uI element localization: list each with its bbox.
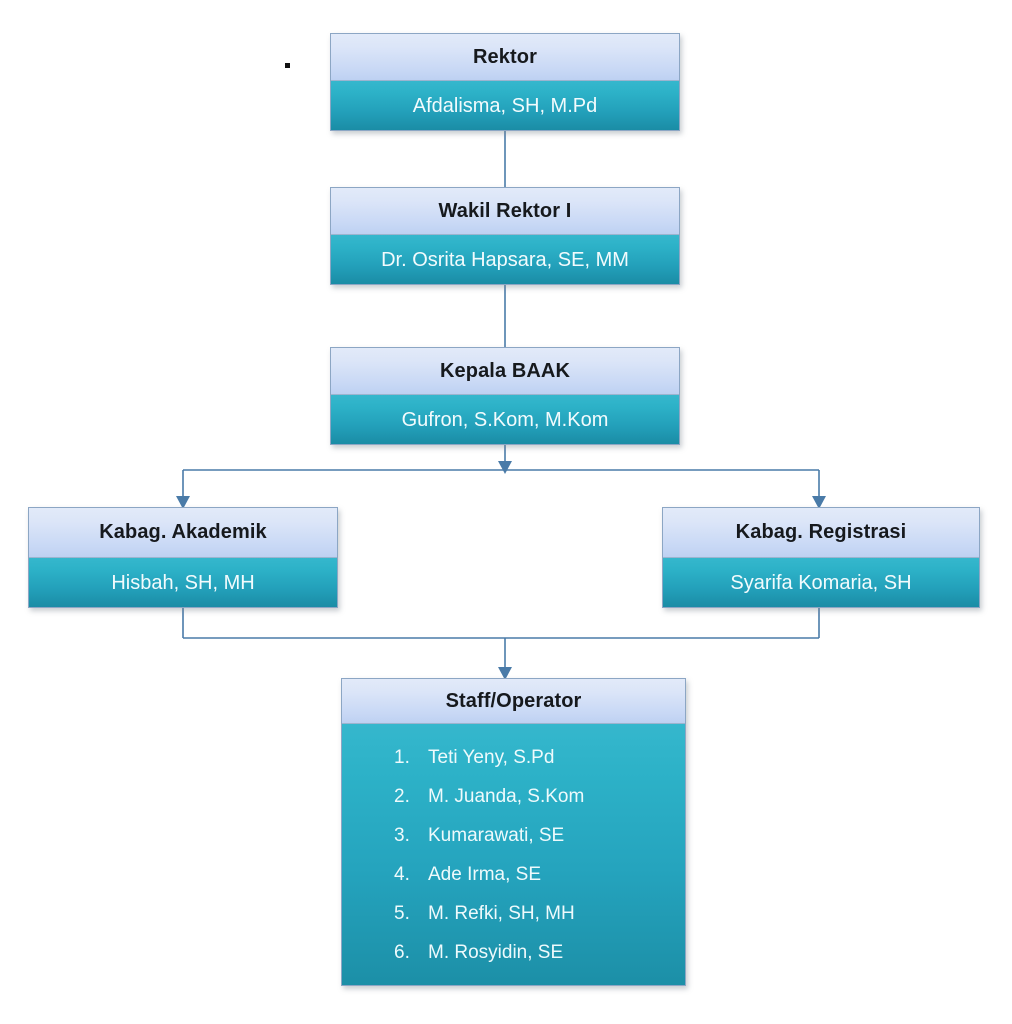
- node-staff-operator-title: Staff/Operator: [342, 679, 685, 724]
- staff-list-item: 2. M. Juanda, S.Kom: [342, 777, 685, 816]
- node-rektor[interactable]: Rektor Afdalisma, SH, M.Pd: [330, 33, 680, 131]
- node-kabag-akademik-title: Kabag. Akademik: [29, 508, 337, 558]
- node-rektor-title: Rektor: [331, 34, 679, 81]
- staff-list-item-number: 2.: [394, 786, 410, 807]
- arrowhead-kepala-baak: [498, 461, 512, 474]
- staff-list-item: 5. M. Refki, SH, MH: [342, 894, 685, 933]
- node-kepala-baak-name: Gufron, S.Kom, M.Kom: [331, 395, 679, 444]
- staff-list-item-number: 3.: [394, 825, 410, 846]
- staff-list-item-name: Teti Yeny, S.Pd: [428, 747, 555, 768]
- staff-list-item-name: M. Juanda, S.Kom: [428, 786, 585, 807]
- node-kabag-registrasi[interactable]: Kabag. Registrasi Syarifa Komaria, SH: [662, 507, 980, 608]
- node-wakil-rektor-title: Wakil Rektor I: [331, 188, 679, 235]
- node-kepala-baak-title: Kepala BAAK: [331, 348, 679, 395]
- node-kabag-registrasi-title: Kabag. Registrasi: [663, 508, 979, 558]
- node-rektor-name: Afdalisma, SH, M.Pd: [331, 81, 679, 130]
- staff-list-item-number: 6.: [394, 942, 410, 963]
- staff-list-item: 4. Ade Irma, SE: [342, 855, 685, 894]
- staff-list-item: 3. Kumarawati, SE: [342, 816, 685, 855]
- node-wakil-rektor-name: Dr. Osrita Hapsara, SE, MM: [331, 235, 679, 284]
- node-kepala-baak[interactable]: Kepala BAAK Gufron, S.Kom, M.Kom: [330, 347, 680, 445]
- staff-list-item-name: Kumarawati, SE: [428, 825, 565, 846]
- node-kabag-registrasi-name: Syarifa Komaria, SH: [663, 558, 979, 607]
- node-staff-operator[interactable]: Staff/Operator 1. Teti Yeny, S.Pd 2. M. Jua…: [341, 678, 686, 986]
- node-wakil-rektor[interactable]: Wakil Rektor I Dr. Osrita Hapsara, SE, M…: [330, 187, 680, 285]
- staff-list-item-number: 1.: [394, 747, 410, 768]
- staff-list-item: 6. M. Rosyidin, SE: [342, 933, 685, 972]
- staff-member-list: 1. Teti Yeny, S.Pd 2. M. Juanda, S.Kom 3. Kum…: [342, 724, 685, 985]
- node-kabag-akademik-name: Hisbah, SH, MH: [29, 558, 337, 607]
- node-kabag-akademik[interactable]: Kabag. Akademik Hisbah, SH, MH: [28, 507, 338, 608]
- staff-list-item: 1. Teti Yeny, S.Pd: [342, 738, 685, 777]
- stray-dot-mark: [285, 63, 290, 68]
- staff-list-item-name: Ade Irma, SE: [428, 864, 541, 885]
- staff-list-item-name: M. Refki, SH, MH: [428, 903, 575, 924]
- staff-list-item-number: 4.: [394, 864, 410, 885]
- staff-list-item-number: 5.: [394, 903, 410, 924]
- staff-list-item-name: M. Rosyidin, SE: [428, 942, 564, 963]
